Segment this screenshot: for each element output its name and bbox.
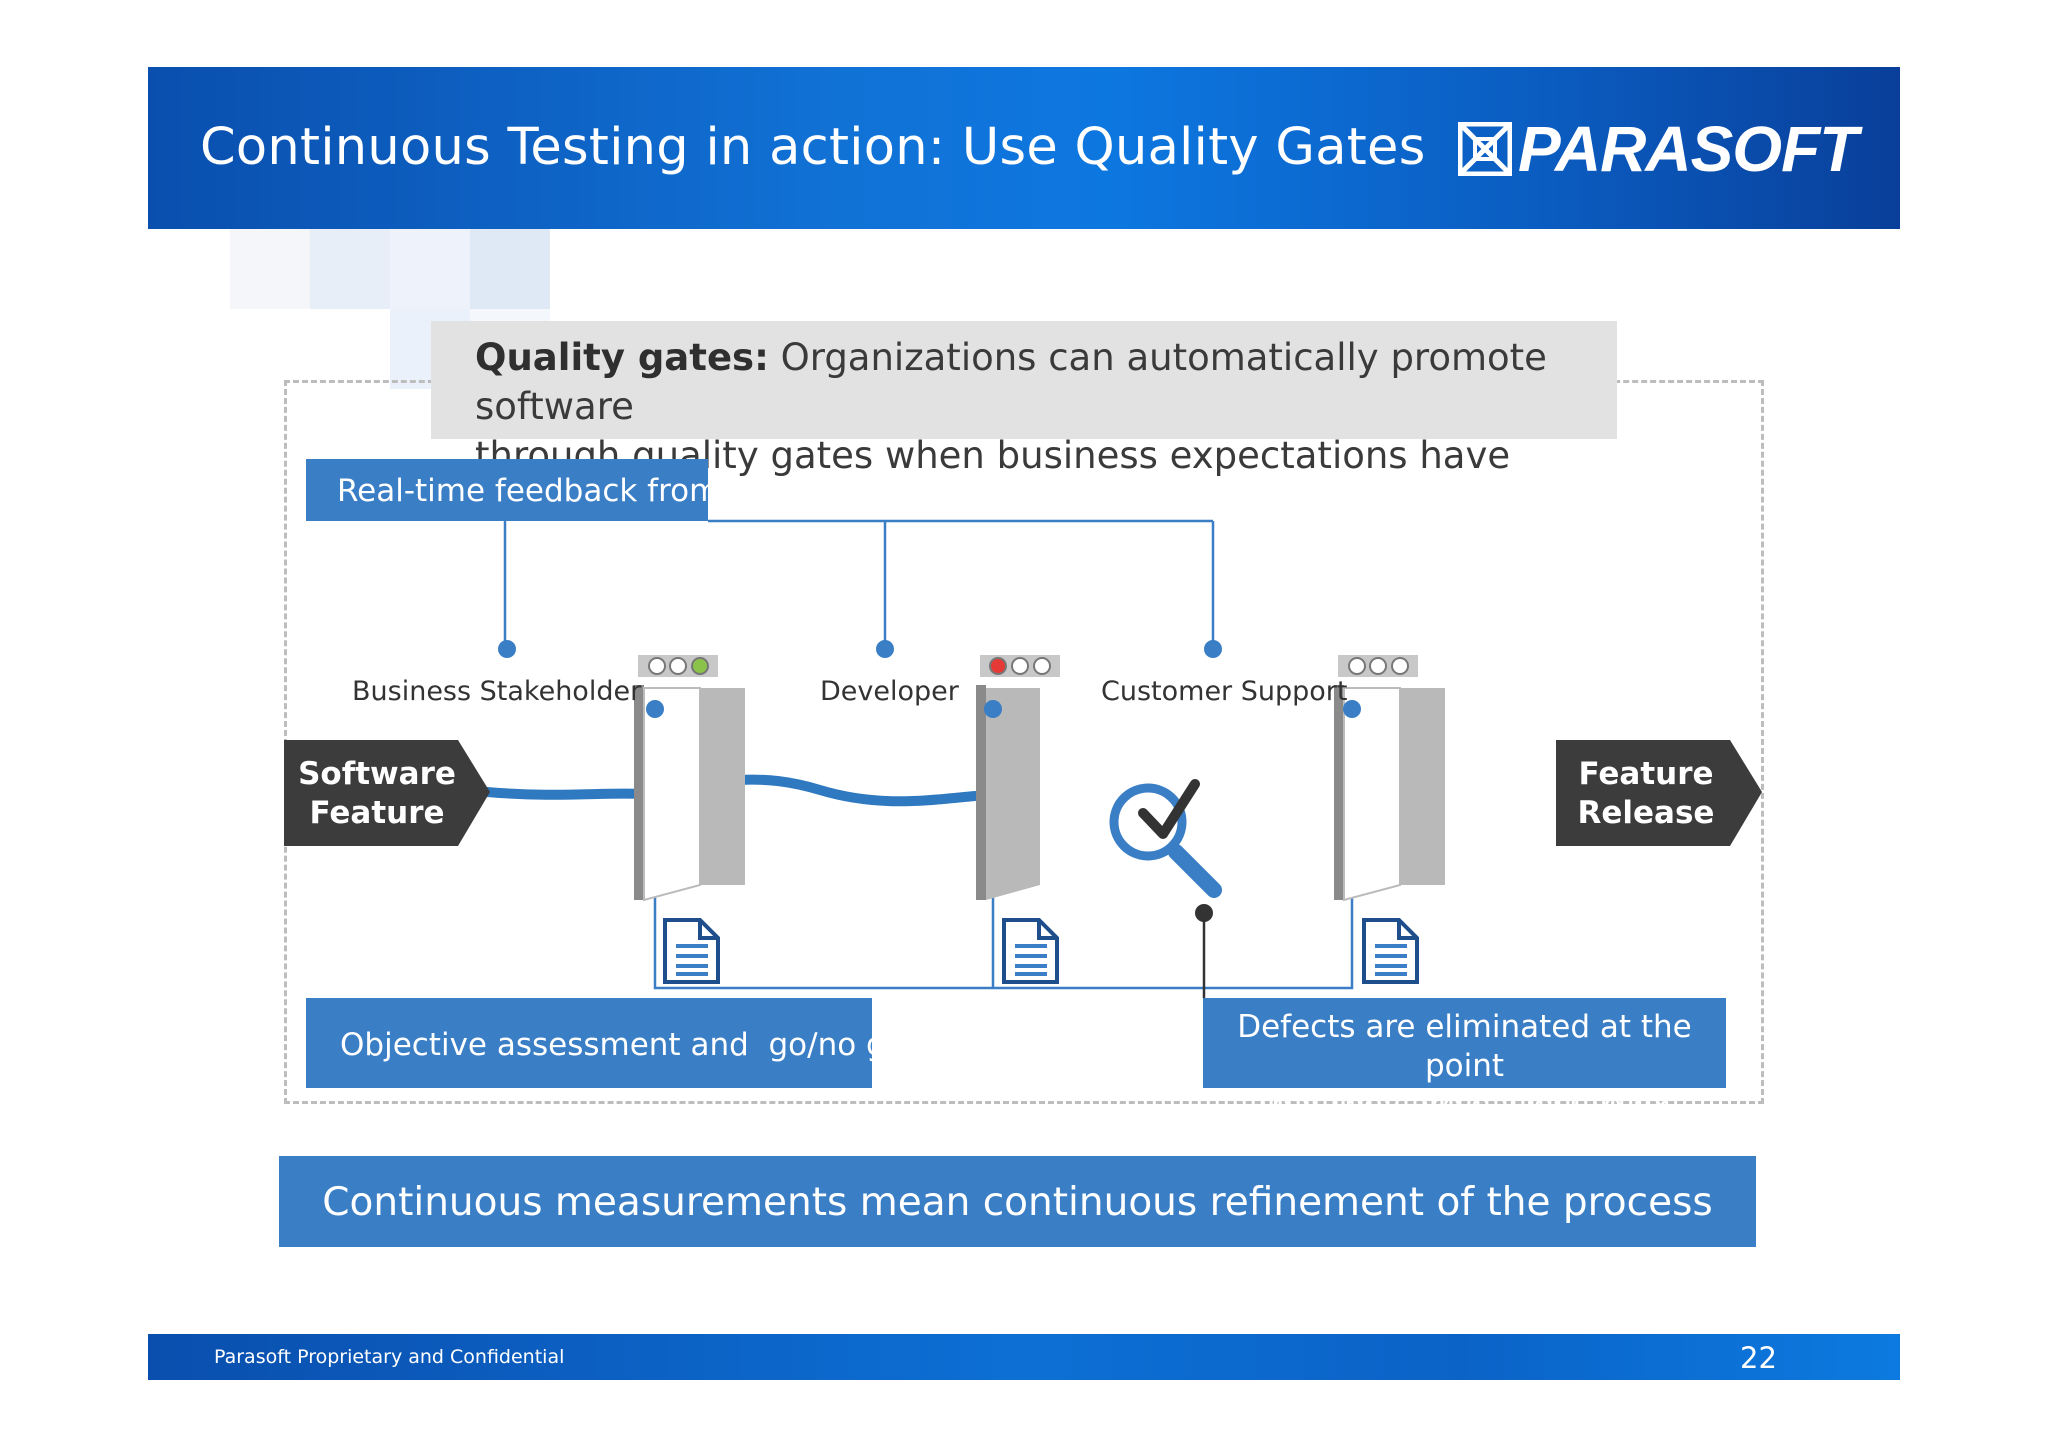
magnifier-check-icon bbox=[1109, 779, 1222, 898]
slide-title: Continuous Testing in action: Use Qualit… bbox=[200, 118, 1426, 177]
gate1-light-3 bbox=[691, 657, 709, 675]
end-arrow-line2: Release bbox=[1577, 795, 1715, 831]
quality-gates-text: Quality gates: Organizations can automat… bbox=[475, 333, 1595, 529]
support-dot bbox=[1204, 640, 1222, 658]
gate2-light-2 bbox=[1011, 657, 1029, 675]
parasoft-logo: PARASOFT bbox=[1518, 113, 1858, 185]
quality-gates-callout bbox=[431, 321, 1617, 439]
parasoft-logo-icon bbox=[1458, 122, 1512, 176]
role-customer-support: Customer Support bbox=[1101, 676, 1348, 707]
gate2-light-1 bbox=[989, 657, 1007, 675]
defects-line1: Defects are eliminated at the point bbox=[1237, 1009, 1692, 1084]
role-developer: Developer bbox=[820, 676, 959, 707]
report-document-icon bbox=[1002, 918, 1059, 984]
start-arrow-line2: Feature bbox=[309, 795, 445, 831]
software-feature-arrow bbox=[284, 740, 490, 846]
feedback-connectors bbox=[503, 519, 1215, 648]
decorative-square bbox=[310, 229, 390, 309]
gate-3 bbox=[1334, 655, 1445, 902]
start-arrow-label: Software Feature bbox=[284, 755, 470, 833]
quality-gates-line1: Organizations can automatically promote … bbox=[475, 336, 1547, 428]
gate1-light-2 bbox=[669, 657, 687, 675]
decorative-square bbox=[230, 229, 310, 309]
defects-line2: that they are easiest to fix bbox=[1259, 1087, 1670, 1123]
gate1-light-1 bbox=[648, 657, 666, 675]
start-arrow-line1: Software bbox=[298, 756, 456, 792]
end-arrow-label: Feature Release bbox=[1556, 755, 1736, 833]
bottom-banner bbox=[279, 1156, 1756, 1247]
defects-dot bbox=[1195, 904, 1213, 922]
defects-label: Defects are eliminated at the point that… bbox=[1203, 1008, 1726, 1125]
gate-2 bbox=[976, 655, 1060, 900]
stakeholder-dot bbox=[498, 640, 516, 658]
assessment-label-box bbox=[306, 998, 872, 1088]
gate-1 bbox=[634, 655, 745, 902]
report-document-icon bbox=[663, 918, 720, 984]
assessment-label: Objective assessment and go/no go bbox=[340, 1027, 905, 1063]
decorative-square bbox=[390, 229, 470, 309]
bottom-banner-text: Continuous measurements mean continuous … bbox=[322, 1180, 1713, 1225]
report-document-icon bbox=[1362, 918, 1419, 984]
defects-label-box bbox=[1203, 998, 1726, 1088]
decorative-square bbox=[470, 229, 550, 309]
feedback-label: Real-time feedback from bbox=[337, 473, 720, 509]
gate2-light-3 bbox=[1033, 657, 1051, 675]
developer-dot bbox=[876, 640, 894, 658]
gate3-light-2 bbox=[1369, 657, 1387, 675]
footer-bar bbox=[148, 1334, 1900, 1380]
role-business-stakeholder: Business Stakeholder bbox=[352, 676, 642, 707]
footer-text: Parasoft Proprietary and Confidential bbox=[214, 1346, 565, 1368]
gate3-light-1 bbox=[1348, 657, 1366, 675]
page-number: 22 bbox=[1740, 1341, 1777, 1375]
end-arrow-line1: Feature bbox=[1578, 756, 1714, 792]
header-banner bbox=[148, 67, 1900, 229]
feedback-label-box bbox=[306, 459, 708, 521]
quality-gates-bold: Quality gates: bbox=[475, 336, 769, 379]
gate3-light-3 bbox=[1391, 657, 1409, 675]
feature-release-arrow bbox=[1556, 740, 1762, 846]
